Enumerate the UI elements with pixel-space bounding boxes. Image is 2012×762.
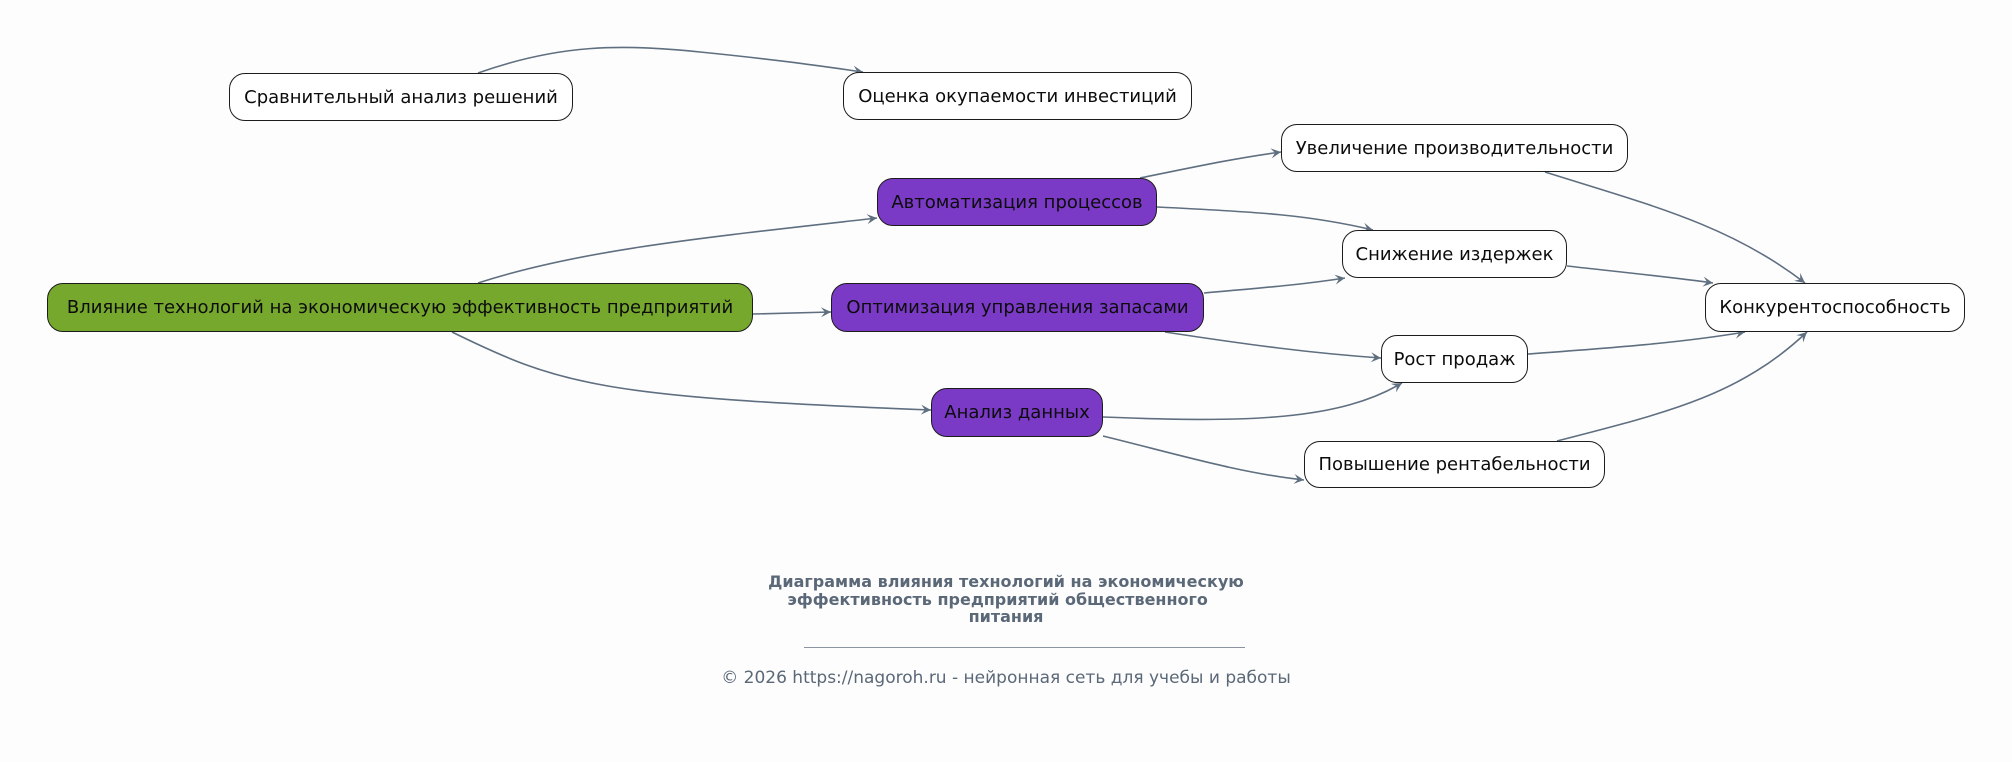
- edge-sales-competitiveness: [1527, 328, 1746, 355]
- edge-automation-costs: [1156, 206, 1374, 233]
- node-label: Автоматизация процессов: [891, 191, 1143, 213]
- edge-automation-productivity: [1139, 148, 1282, 179]
- title-line: Диаграмма влияния технологий на экономич…: [768, 572, 1244, 591]
- node-competitiveness[interactable]: Конкурентоспособность: [1705, 283, 1965, 332]
- edge-costs-competitiveness: [1566, 265, 1714, 287]
- diagram-title: Диаграмма влияния технологий на экономич…: [0, 573, 2012, 626]
- caption-divider: [804, 647, 1245, 648]
- node-roi[interactable]: Оценка окупаемости инвестиций: [843, 72, 1192, 120]
- node-costs[interactable]: Снижение издержек: [1342, 230, 1567, 278]
- node-label: Увеличение производительности: [1295, 137, 1614, 159]
- edge-profitability-competitiveness: [1556, 331, 1808, 442]
- edge-productivity-competitiveness: [1544, 171, 1806, 284]
- footer-credit: © 2026 https://nagoroh.ru - нейронная се…: [721, 668, 1291, 688]
- node-label: Конкурентоспособность: [1719, 297, 1951, 318]
- node-label: Рост продаж: [1393, 348, 1516, 370]
- node-label: Снижение издержек: [1355, 243, 1554, 265]
- node-sales[interactable]: Рост продаж: [1381, 335, 1528, 383]
- node-profitability[interactable]: Повышение рентабельности: [1304, 441, 1605, 488]
- node-analytics[interactable]: Анализ данных: [931, 388, 1103, 437]
- title-line: питания: [968, 607, 1044, 626]
- edge-root-analytics: [451, 331, 932, 415]
- edge-compare-roi: [477, 46, 864, 76]
- node-compare[interactable]: Сравнительный анализ решений: [229, 73, 573, 121]
- edge-inventory-costs: [1203, 274, 1346, 294]
- node-label: Анализ данных: [944, 402, 1090, 423]
- edge-analytics-profitability: [1102, 435, 1305, 484]
- node-inventory[interactable]: Оптимизация управления запасами: [831, 283, 1204, 332]
- edge-root-inventory: [752, 307, 832, 318]
- node-automation[interactable]: Автоматизация процессов: [877, 178, 1157, 226]
- node-label: Оценка окупаемости инвестиций: [858, 85, 1177, 107]
- node-label: Сравнительный анализ решений: [244, 86, 558, 108]
- edge-analytics-sales: [1102, 382, 1403, 421]
- node-label: Оптимизация управления запасами: [846, 297, 1189, 318]
- node-root[interactable]: Влияние технологий на экономическую эффе…: [47, 283, 753, 332]
- node-label: Влияние технологий на экономическую эффе…: [66, 297, 734, 318]
- node-productivity[interactable]: Увеличение производительности: [1281, 124, 1628, 172]
- edge-inventory-sales: [1164, 331, 1382, 363]
- title-line: эффективность предприятий общественного: [787, 589, 1225, 609]
- edge-root-automation: [477, 214, 878, 284]
- node-label: Повышение рентабельности: [1318, 454, 1591, 475]
